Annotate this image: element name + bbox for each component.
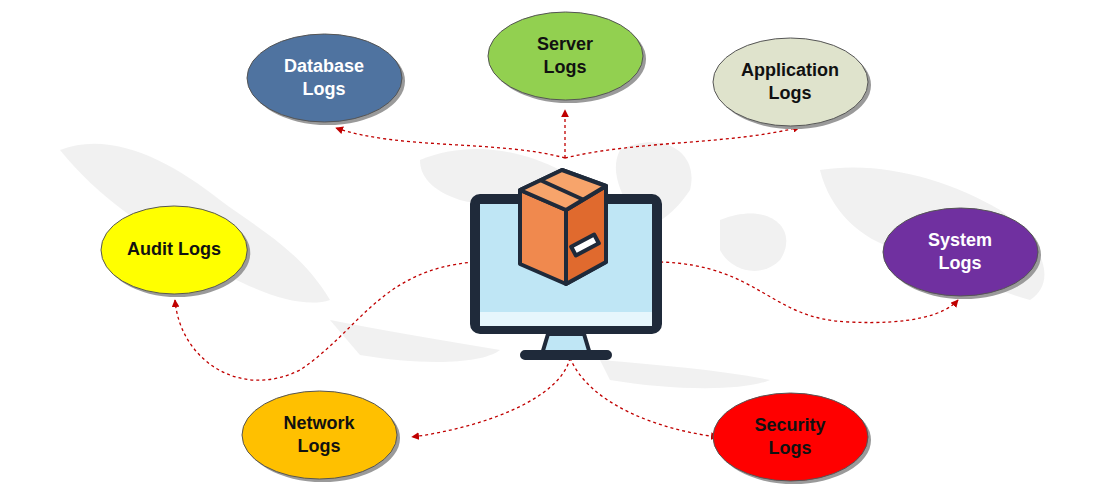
log-ellipse: Application Logs [710, 35, 871, 129]
log-ellipse: Security Logs [710, 390, 871, 484]
log-ellipse: Database Logs [244, 31, 405, 125]
ellipse-outline [710, 35, 871, 129]
node-label: Audit Logs [127, 238, 221, 261]
ellipse-outline [244, 31, 405, 125]
log-ellipse: Network Logs [239, 388, 400, 482]
ellipse-outline [239, 388, 400, 482]
ellipse-outline [710, 390, 871, 484]
ellipse-outline [880, 205, 1041, 299]
node-label: Application Logs [740, 59, 840, 106]
node-label: Database Logs [274, 55, 374, 102]
log-ellipse: Server Logs [485, 9, 646, 103]
node-label: Network Logs [269, 412, 369, 459]
node-label: Security Logs [740, 414, 840, 461]
node-label: System Logs [910, 229, 1010, 276]
node-label: Server Logs [515, 33, 615, 80]
log-ellipse: Audit Logs [98, 203, 250, 297]
ellipse-outline [485, 9, 646, 103]
log-ellipse: System Logs [880, 205, 1041, 299]
